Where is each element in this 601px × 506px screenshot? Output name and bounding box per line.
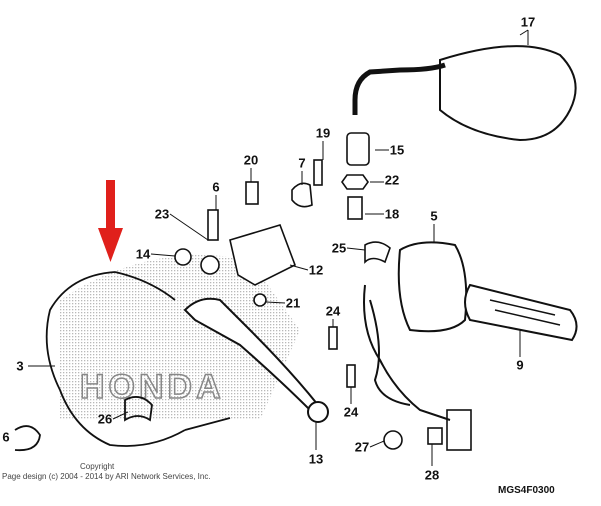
part-label[interactable]: 28 (424, 467, 440, 483)
diagram-code: MGS4F0300 (498, 485, 555, 496)
honda-watermark: HONDA (60, 255, 300, 420)
svg-text:HONDA: HONDA (80, 368, 225, 406)
part-label[interactable]: 6 (2, 429, 10, 445)
leader-lines (28, 30, 529, 466)
part-label[interactable]: 21 (285, 295, 301, 311)
part-label[interactable]: 9 (516, 357, 524, 373)
small-hardware (174, 132, 472, 451)
part-label[interactable]: 23 (154, 206, 170, 222)
part-label[interactable]: 26 (97, 411, 113, 427)
part-label[interactable]: 20 (243, 152, 259, 168)
part-label[interactable]: 18 (384, 206, 400, 222)
part-label[interactable]: 13 (308, 451, 324, 467)
part-label[interactable]: 19 (315, 125, 331, 141)
part-label[interactable]: 7 (298, 155, 306, 171)
part-label[interactable]: 6 (212, 179, 220, 195)
part-label[interactable]: 25 (331, 240, 347, 256)
part-label[interactable]: 24 (325, 303, 341, 319)
grip (464, 283, 578, 342)
part-label[interactable]: 5 (430, 208, 438, 224)
part-label[interactable]: 22 (384, 172, 400, 188)
part-label[interactable]: 14 (135, 246, 151, 262)
part-label[interactable]: 17 (520, 14, 536, 30)
part-label[interactable]: 12 (308, 262, 324, 278)
part-label[interactable]: 3 (16, 358, 24, 374)
part-label[interactable]: 27 (354, 439, 370, 455)
clutch-lever (183, 297, 329, 423)
switch-housing (363, 241, 468, 421)
mirror (352, 29, 577, 142)
copyright-title: Copyright (80, 462, 115, 471)
clutch-cable (14, 271, 231, 452)
part-label[interactable]: 24 (343, 404, 359, 420)
red-arrow-indicator (98, 180, 123, 262)
copyright-notice: Page design (c) 2004 - 2014 by ARI Netwo… (2, 472, 211, 481)
part-label[interactable]: 15 (389, 142, 405, 158)
